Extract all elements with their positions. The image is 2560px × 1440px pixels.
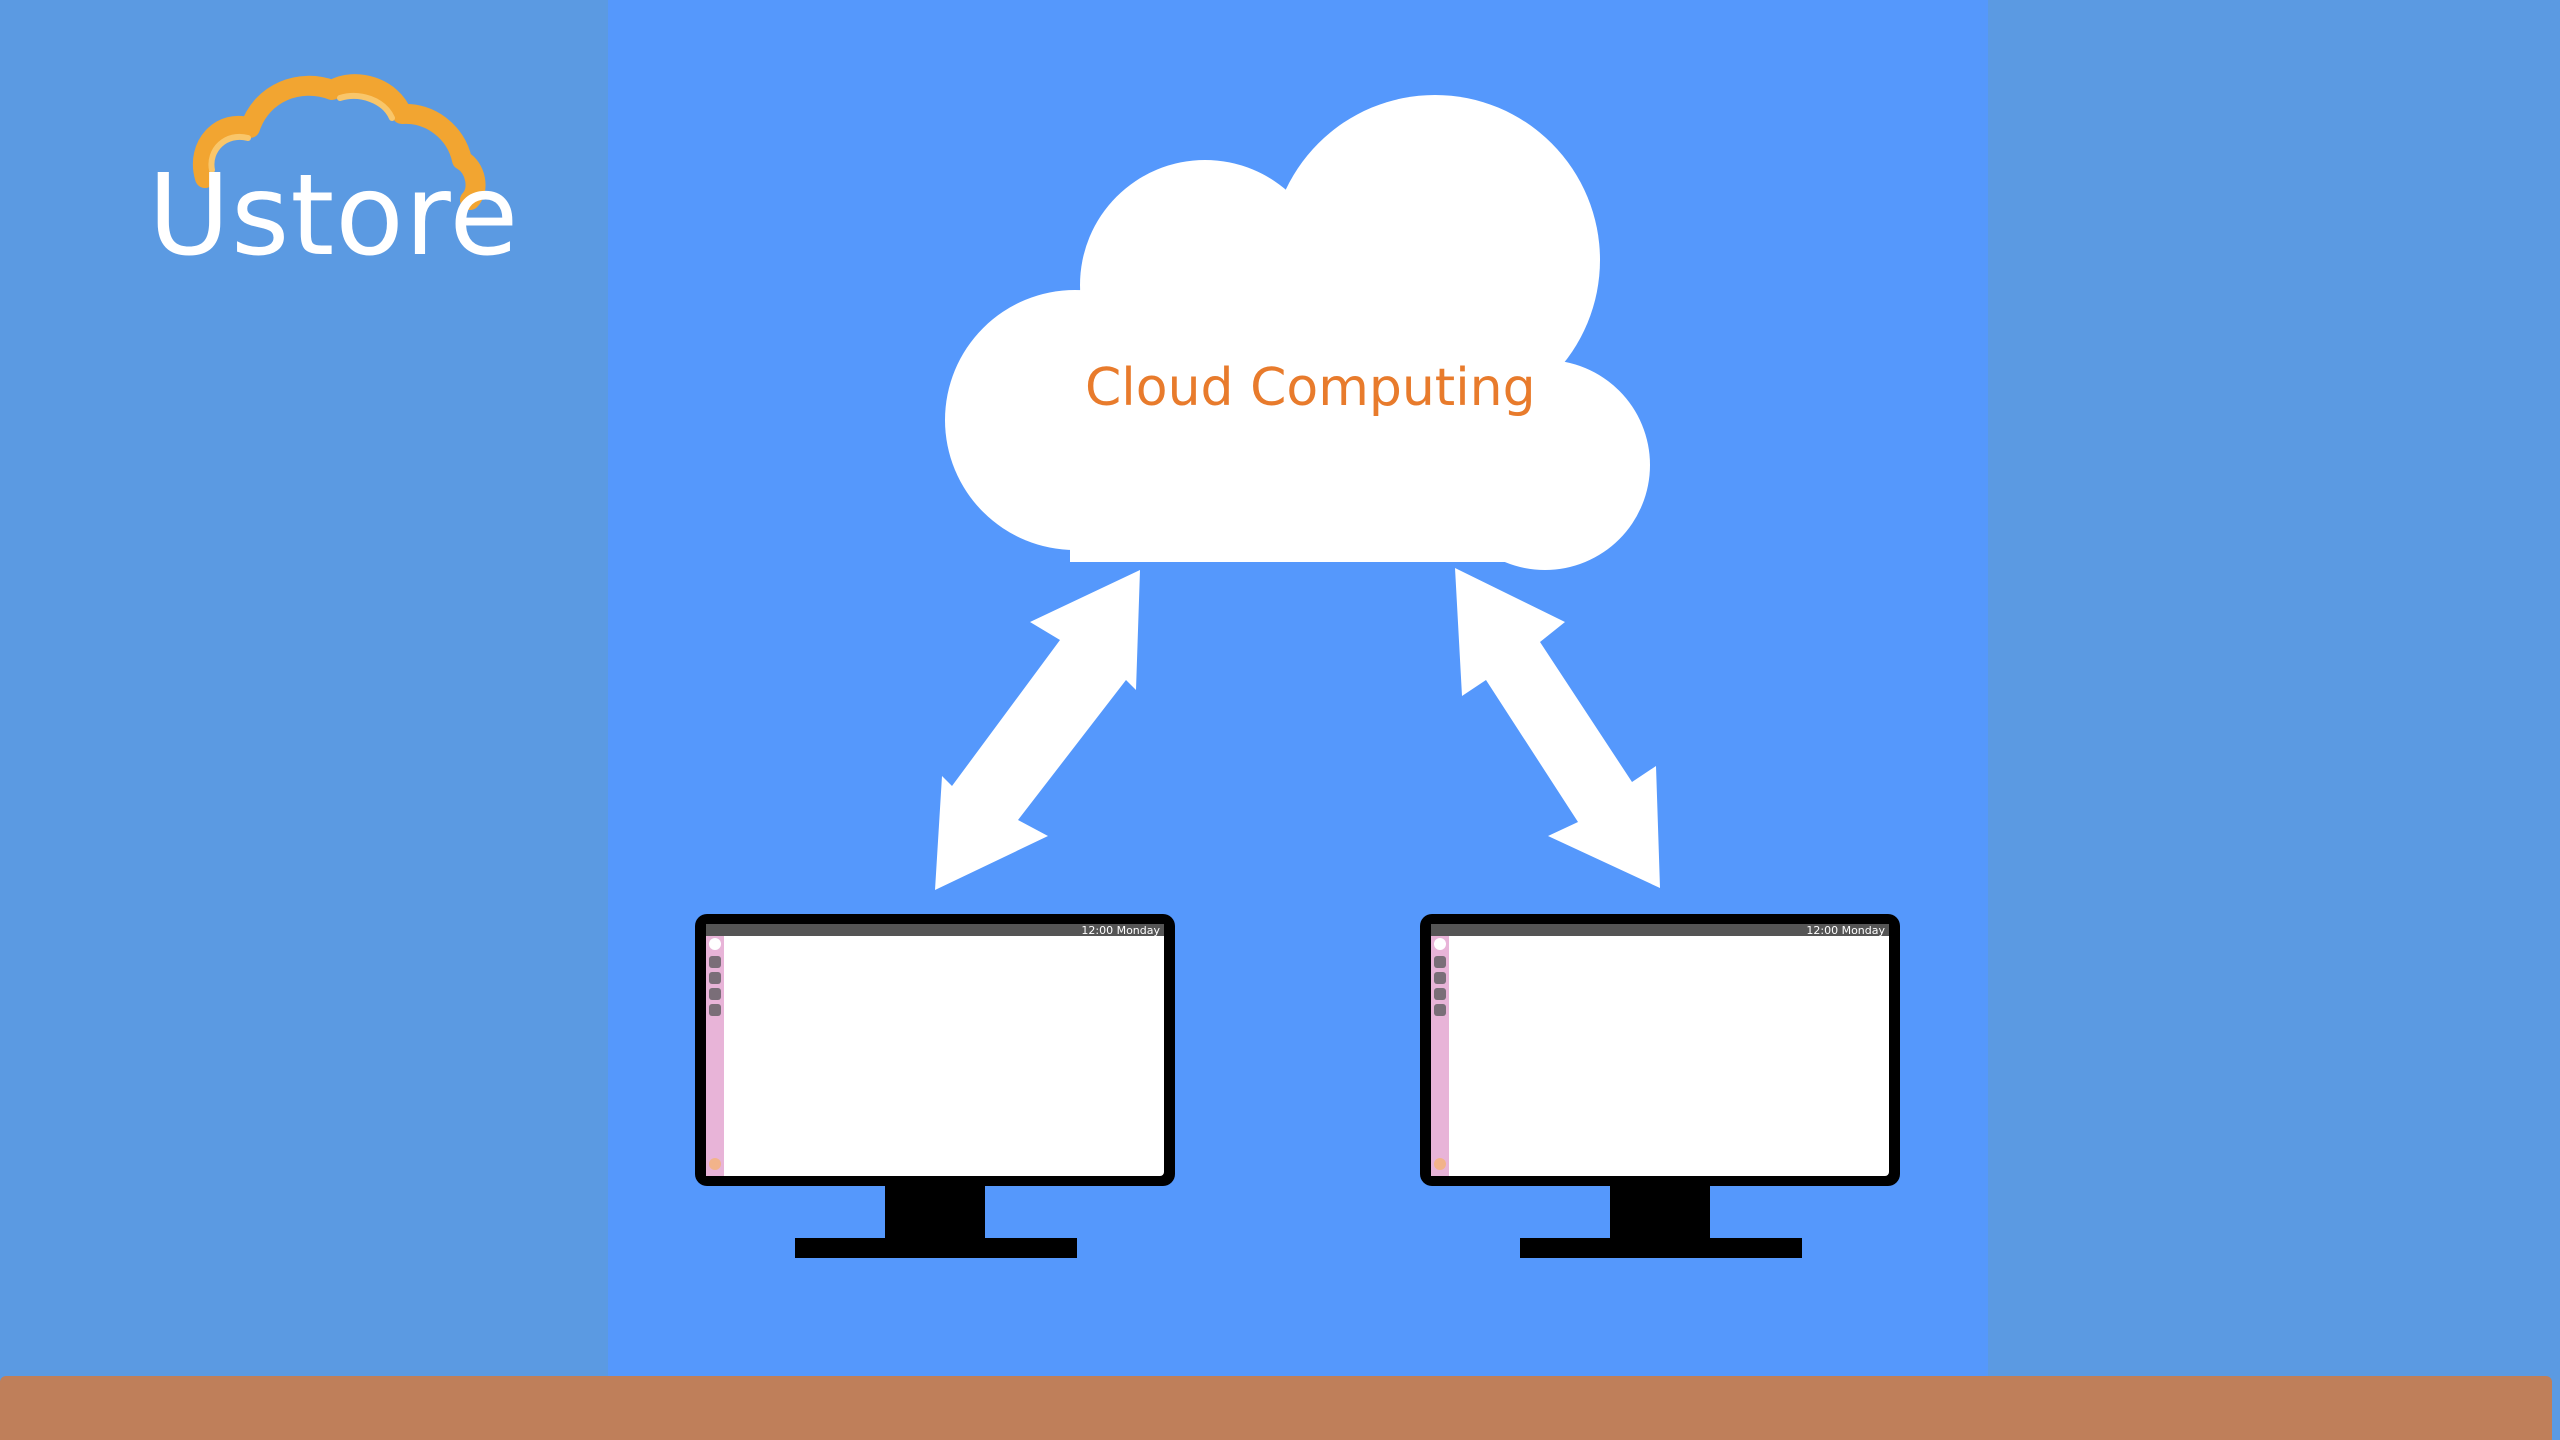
- right-double-arrow: [1455, 568, 1660, 888]
- top-bar: [1431, 924, 1889, 936]
- logo-cloud-icon: [193, 74, 486, 210]
- cloud-shape: [945, 95, 1650, 570]
- right-monitor: 12:00 Monday: [1420, 914, 1900, 1258]
- clock-label: 12:00 Monday: [1081, 924, 1160, 937]
- left-monitor: 12:00 Monday: [695, 914, 1175, 1258]
- floor-bar: [0, 1376, 2552, 1440]
- cloud-label: Cloud Computing: [1085, 358, 1536, 418]
- logo-text: Ustore: [148, 151, 520, 281]
- clock-label: 12:00 Monday: [1806, 924, 1885, 937]
- left-double-arrow: [935, 570, 1140, 890]
- top-bar: [706, 924, 1164, 936]
